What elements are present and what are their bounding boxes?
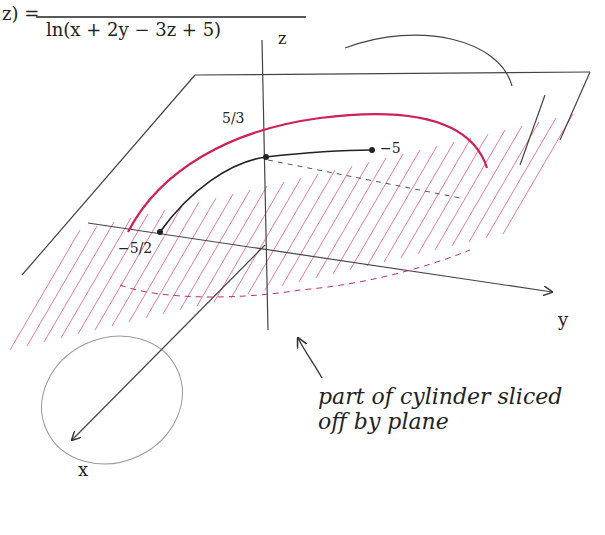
hatch-line <box>282 166 352 286</box>
hatch-line <box>197 186 267 306</box>
hatch-line <box>214 182 284 302</box>
axis-label: y <box>558 310 568 331</box>
hatch-line <box>27 226 97 346</box>
axes <box>72 40 552 440</box>
value-label: −5/2 <box>118 240 152 256</box>
value-label: −5 <box>380 140 401 156</box>
point <box>157 229 163 235</box>
hatch-line <box>248 174 318 294</box>
hatch-line <box>44 222 114 342</box>
hatch-line <box>333 154 403 274</box>
axis-label: z <box>278 30 286 48</box>
note-text: part of cylinder sliced off by plane <box>318 384 588 435</box>
hatch-line <box>486 118 556 238</box>
hatch-line <box>418 134 488 254</box>
dashed-trace <box>268 160 460 198</box>
hatch-line <box>163 194 233 314</box>
point <box>263 154 269 160</box>
hatch-line <box>452 126 522 246</box>
hatch-line <box>435 130 505 250</box>
red-curve <box>128 114 487 232</box>
black-curve <box>160 150 372 232</box>
hatch-line <box>78 214 148 334</box>
hatch-line <box>61 218 131 338</box>
hatch-line <box>401 138 471 258</box>
hatch-line <box>299 162 369 282</box>
hatch-line <box>350 150 420 270</box>
hatch-line <box>384 142 454 262</box>
value-label: 5/3 <box>222 110 245 126</box>
hatch-line <box>129 202 199 322</box>
hatch-line <box>265 170 335 290</box>
plane-outline <box>22 35 590 275</box>
dashed-curve <box>120 250 470 297</box>
hatch-line <box>367 146 437 266</box>
leader-arrow <box>298 338 322 378</box>
point <box>369 147 375 153</box>
hatch-line <box>146 198 216 318</box>
formula-text: ln(x + 2y − 3z + 5) <box>46 20 221 41</box>
formula-text: z) = <box>2 4 39 25</box>
fraction-bar <box>36 16 306 18</box>
axis-label: x <box>78 460 88 481</box>
hatching <box>10 114 573 350</box>
hatch-line <box>112 206 182 326</box>
hatch-line <box>180 190 250 310</box>
hatch-line <box>503 114 573 234</box>
